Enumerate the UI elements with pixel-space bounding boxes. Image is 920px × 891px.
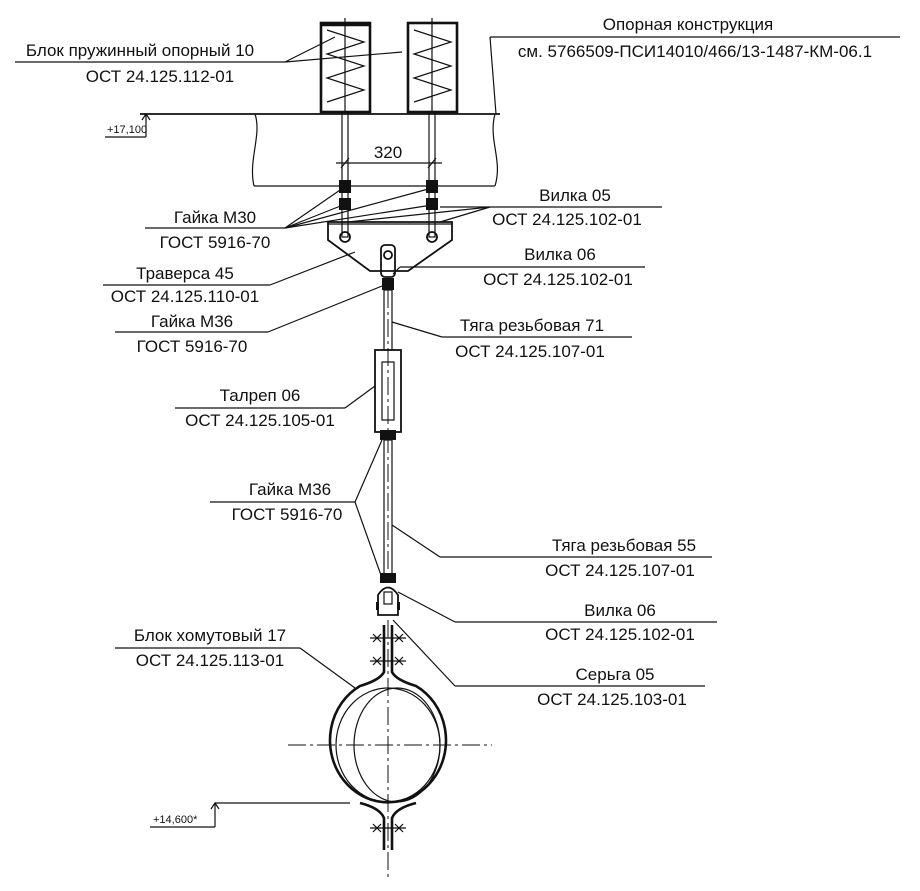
callout-standard: ОСТ 24.125.113-01 [136,651,284,670]
callout-fork-05: Вилка 05 ОСТ 24.125.102-01 [347,186,662,229]
dimension-320: 320 [336,143,442,169]
callout-name: Вилка 05 [539,186,611,205]
callout-name: Блок хомутовый 17 [134,626,286,645]
support-structure [140,113,500,187]
callout-name: Гайка М36 [249,480,331,499]
callout-standard: ОСТ 24.125.105-01 [185,411,335,430]
traverse [327,221,453,272]
callout-turnbuckle: Талреп 06 ОСТ 24.125.105-01 [175,385,376,430]
callout-standard: ГОСТ 5916-70 [232,505,343,524]
callout-traverse: Траверса 45 ОСТ 24.125.110-01 [103,251,356,306]
callout-name: Вилка 06 [584,601,656,620]
callout-name: Тяга резьбовая 55 [552,536,696,555]
callout-standard: ОСТ 24.125.103-01 [537,690,687,709]
callout-nut-m36-lower: Гайка М36 ГОСТ 5916-70 [210,439,383,579]
spring-block-right [406,18,459,114]
callout-name: Талреп 06 [220,386,301,405]
callout-standard: ОСТ 24.125.112-01 [86,67,234,86]
callout-standard: ОСТ 24.125.107-01 [545,561,695,580]
callout-standard: см. 5766509-ПСИ14010/466/13-1487-КМ-06.1 [518,42,872,61]
callout-name: Тяга резьбовая 71 [460,316,604,335]
elevation-top-label: +17,100 [107,124,147,136]
callout-nut-m30: Гайка М30 ГОСТ 5916-70 [145,187,433,252]
elevation-mark-top: +17,100 [105,112,151,138]
pipe-clamp [288,620,492,878]
callout-name: Гайка М30 [174,208,256,227]
spring-block-left [319,18,372,114]
callout-standard: ОСТ 24.125.102-01 [492,210,642,229]
callout-threaded-rod-55: Тяга резьбовая 55 ОСТ 24.125.107-01 [391,524,712,580]
elevation-mark-bottom: +14,600* [150,801,350,828]
callout-standard: ОСТ 24.125.110-01 [111,287,259,306]
dimension-320-label: 320 [374,143,402,162]
callout-clamp-block: Блок хомутовый 17 ОСТ 24.125.113-01 [115,626,356,689]
upper-rods [339,111,438,243]
callout-standard: ГОСТ 5916-70 [137,337,248,356]
callout-standard: ОСТ 24.125.107-01 [455,342,605,361]
callout-earring-05: Серьга 05 ОСТ 24.125.103-01 [392,619,705,709]
callout-standard: ОСТ 24.125.102-01 [545,625,695,644]
callout-name: Вилка 06 [524,245,596,264]
callout-fork-06-upper: Вилка 06 ОСТ 24.125.102-01 [392,245,645,289]
callout-threaded-rod-71: Тяга резьбовая 71 ОСТ 24.125.107-01 [391,316,632,361]
callout-name: Серьга 05 [576,665,655,684]
callout-spring-block: Блок пружинный опорный 10 ОСТ 24.125.112… [15,36,403,86]
central-rod-assembly [374,244,402,616]
callout-name: Траверса 45 [136,264,234,283]
callout-name: Гайка М36 [151,312,233,331]
callout-standard: ОСТ 24.125.102-01 [483,270,633,289]
callout-standard: ГОСТ 5916-70 [160,233,271,252]
callout-name: Блок пружинный опорный 10 [26,41,254,60]
callout-support-structure: Опорная конструкция см. 5766509-ПСИ14010… [489,15,900,115]
callout-name: Опорная конструкция [603,15,774,34]
callout-nut-m36-upper: Гайка М36 ГОСТ 5916-70 [115,285,383,356]
callout-fork-06-lower: Вилка 06 ОСТ 24.125.102-01 [397,591,717,644]
elevation-bottom-label: +14,600* [153,814,198,826]
